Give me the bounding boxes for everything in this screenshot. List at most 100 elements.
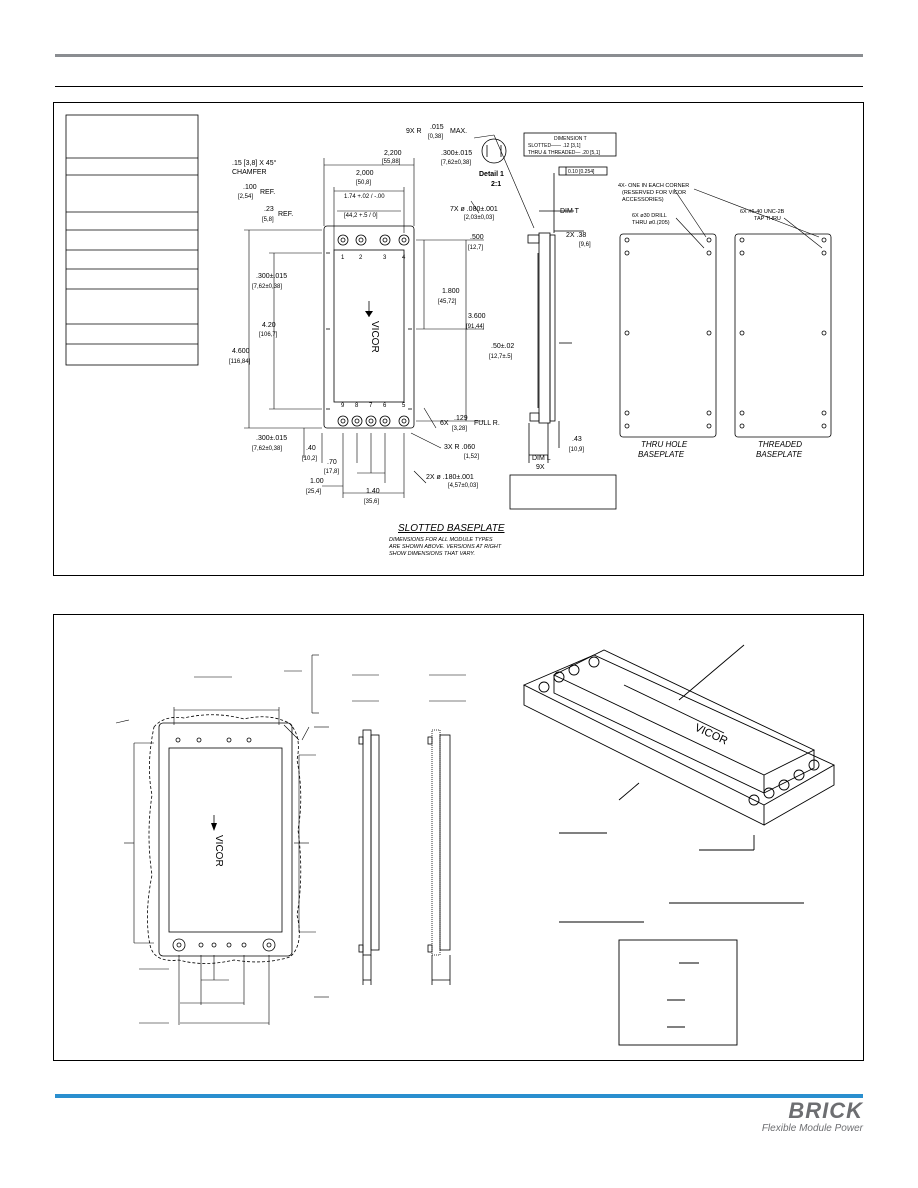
dim-3600: 3.600 xyxy=(468,313,486,320)
brick-logo: BRICK Flexible Module Power xyxy=(762,1098,863,1135)
footer-rule xyxy=(55,1094,863,1098)
dim-radius-mm: [0,38] xyxy=(428,134,443,140)
header-rule-bottom xyxy=(55,86,863,87)
blank-table xyxy=(65,114,199,366)
pin-label-4: 4 xyxy=(402,255,406,261)
dim-slot6-value: .129 xyxy=(454,415,468,422)
dim-b140-mm: [35,6] xyxy=(364,499,379,505)
vicor-logo-vertical: VICOR xyxy=(369,321,380,353)
outline-drawing: VICOR xyxy=(115,644,835,1046)
dim-hole7: 7X ø .080±.001 xyxy=(450,206,498,213)
dim-chamfer-word: CHAMFER xyxy=(232,169,267,176)
dim-420-mm: [106,7] xyxy=(259,332,278,338)
dim-h50-mm: [12,7±.5] xyxy=(489,354,513,360)
dim-174: 1.74 +.02 / -.00 xyxy=(344,194,385,200)
dim-l-label: DIM L xyxy=(532,455,551,462)
dim-full-r: FULL R. xyxy=(474,420,500,427)
blank-note-box xyxy=(509,474,617,510)
corner-note-3: ACCESSORIES) xyxy=(622,197,664,203)
brand-logo-text: BRICK xyxy=(788,1098,863,1123)
dim-hole7-mm: [2,03±0,03] xyxy=(464,215,494,221)
vicor-logo-outline: VICOR xyxy=(213,835,224,867)
dim-420: 4.20 xyxy=(262,322,276,329)
pin-label-2: 2 xyxy=(359,255,363,261)
dim-hole2-mm: [4,57±0,03] xyxy=(448,483,478,489)
dim-b40: .40 xyxy=(306,445,316,452)
dim-slot6: 6X xyxy=(440,420,449,427)
dim-300h-mm: [7,62±0,38] xyxy=(252,284,282,290)
dimension-t-table: DIMENSION T SLOTTED—— .12 [3,1] THRU & T… xyxy=(523,132,617,176)
corner-note-1: 4X- ONE IN EACH CORNER xyxy=(618,183,689,189)
pin-label-1: 1 xyxy=(341,255,345,261)
detail-1-label: Detail 1 xyxy=(479,171,504,178)
caption-line-2: ARE SHOWN ABOVE. VERSIONS AT RIGHT xyxy=(388,544,502,550)
dim-b100: 1.00 xyxy=(310,478,324,485)
outline-side-view-1 xyxy=(358,729,380,985)
dim-300w: .300±.015 xyxy=(441,150,472,157)
pin-label-8: 8 xyxy=(355,403,359,409)
dim-174-mm: [44,2 +.5 / 0] xyxy=(344,213,378,219)
dim-1800-mm: [45,72] xyxy=(438,299,457,305)
dimension-lines xyxy=(244,134,535,498)
dim-b40-mm: [10,2] xyxy=(302,456,317,462)
dim-ref23-mm: [5,8] xyxy=(262,217,274,223)
corner-note-2: (RESERVED FOR VICOR xyxy=(622,190,686,196)
outline-drawing-panel: VICOR xyxy=(53,614,864,1061)
dim-2200: 2,200 xyxy=(384,150,402,157)
dim-b300-mm: [7,62±0,38] xyxy=(252,446,282,452)
dim-radius-value: .015 xyxy=(430,124,444,131)
threaded-label-2: BASEPLATE xyxy=(756,450,803,459)
tap-note-2: TAP THRU xyxy=(754,216,781,222)
threaded-baseplate xyxy=(734,233,832,438)
dim-b100-mm: [25,4] xyxy=(306,489,321,495)
dim-500: .500 xyxy=(470,234,484,241)
dim-300h: .300±.015 xyxy=(256,273,287,280)
dim-2000: 2,000 xyxy=(356,170,374,177)
dim-chamfer: .15 [3,8] X 45° xyxy=(232,159,277,167)
dim-ref-label: REF. xyxy=(260,189,275,196)
tap-note-1: 6X #6-40 UNC-2B xyxy=(740,209,785,215)
dim-t-row1: SLOTTED—— .12 [3,1] xyxy=(528,143,581,149)
dim-3600-mm: [91,44] xyxy=(466,324,485,330)
dim-b140: 1.40 xyxy=(366,488,380,495)
dim-300w-mm: [7,62±0,38] xyxy=(441,160,471,166)
dim-t38-mm: [9,6] xyxy=(579,242,591,248)
threaded-label-1: THREADED xyxy=(758,440,802,449)
pin-label-6: 6 xyxy=(383,403,387,409)
mechanical-drawing: VICOR 1 2 3 4 9 8 7 6 5 xyxy=(65,114,832,557)
dim-h43-mm: [10,9] xyxy=(569,447,584,453)
dim-2000-mm: [50,8] xyxy=(356,180,371,186)
pin-label-3: 3 xyxy=(383,255,387,261)
caption-title: SLOTTED BASEPLATE xyxy=(398,523,505,534)
dim-h50: .50±.02 xyxy=(491,343,514,350)
detail-1: Detail 1 2:1 xyxy=(479,138,507,188)
dim-1800: 1.800 xyxy=(442,288,460,295)
pin-label-7: 7 xyxy=(369,403,373,409)
dim-l-count: 9X xyxy=(536,464,545,471)
thru-hole-label-2: BASEPLATE xyxy=(638,450,685,459)
mechanical-drawing-panel: VICOR 1 2 3 4 9 8 7 6 5 xyxy=(53,102,864,576)
detail-1-scale: 2:1 xyxy=(491,181,501,188)
flatness-callout: 0.10 [0.254] xyxy=(568,169,595,175)
dim-ref100-mm: [2,54] xyxy=(238,194,253,200)
caption-line-3: SHOW DIMENSIONS THAT VARY. xyxy=(389,551,475,557)
dim-b70: .70 xyxy=(327,459,337,466)
dim-4600-mm: [116,84] xyxy=(229,359,251,365)
outline-front-view: VICOR xyxy=(147,714,302,964)
dim-r060-mm: [1,52] xyxy=(464,454,479,460)
dim-hole2: 2X ø .180±.001 xyxy=(426,474,474,481)
outline-side-view-2 xyxy=(427,729,451,985)
dim-ref23: .23 xyxy=(264,206,274,213)
thru-hole-label-1: THRU HOLE xyxy=(641,440,688,449)
dim-ref100: .100 xyxy=(243,184,257,191)
dim-ref2-label: REF. xyxy=(278,211,293,218)
baseplate-top-view xyxy=(323,225,415,429)
caption-line-1: DIMENSIONS FOR ALL MODULE TYPES xyxy=(389,537,493,543)
dim-t-title: DIMENSION T xyxy=(554,136,587,142)
dim-b300: .300±.015 xyxy=(256,435,287,442)
baseplate-side-view: DIM T 2X .38 [9,6] .50±.02 [12,7±.5] .43… xyxy=(489,173,591,471)
drill-note-2: THRU ø0.(205) xyxy=(632,220,670,226)
isometric-module-view: VICOR xyxy=(522,644,835,1046)
header-rule-top xyxy=(55,54,863,57)
dim-max: MAX. xyxy=(450,128,467,135)
